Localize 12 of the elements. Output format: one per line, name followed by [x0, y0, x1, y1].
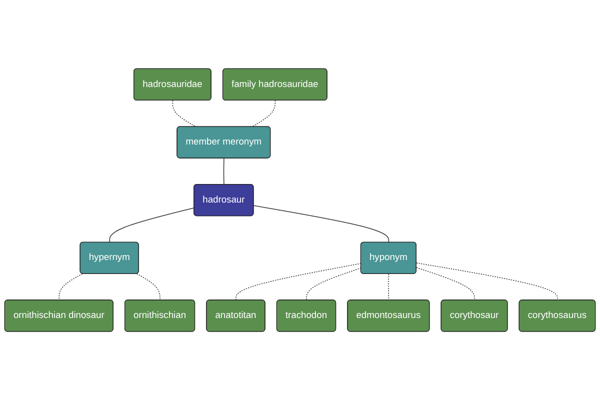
connector: [223, 158, 224, 185]
connector: [236, 262, 362, 301]
connector: [109, 207, 195, 243]
connector: [388, 274, 390, 301]
connector: [136, 273, 160, 301]
connector: [172, 100, 196, 128]
connector: [58, 273, 83, 301]
connector: [306, 267, 362, 301]
connector: [252, 100, 276, 128]
connector: [416, 267, 475, 301]
connector: [416, 262, 558, 301]
connector: [253, 205, 390, 243]
